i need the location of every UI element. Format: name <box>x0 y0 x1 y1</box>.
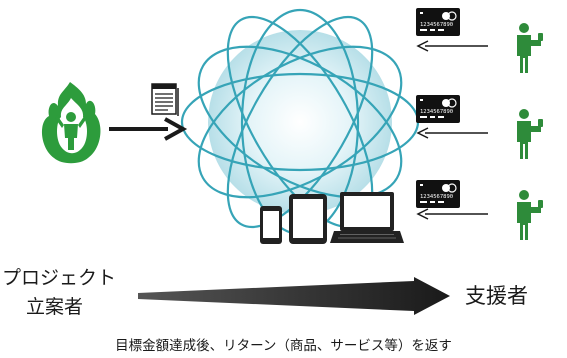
caption: 目標金額達成後、リターン（商品、サービス等）を返す <box>115 338 452 354</box>
arrow-owner-to-network <box>109 117 188 141</box>
card-number: 1234567890 <box>420 22 453 28</box>
arrow-supporter-to-network <box>416 40 488 52</box>
card-number: 1234567890 <box>420 109 453 115</box>
devices <box>260 192 404 244</box>
supporter-thumbs-up-icon <box>517 109 543 159</box>
project-owner-flame-icon <box>41 82 101 164</box>
return-arrow <box>138 277 450 315</box>
globe-sphere <box>208 30 392 214</box>
project-owner-label-line1: プロジェクト <box>2 267 117 289</box>
credit-card-icon: 1234567890 <box>416 8 460 36</box>
supporter-thumbs-up-icon <box>517 23 543 73</box>
supporter-label: 支援者 <box>465 284 528 308</box>
credit-card-icon: 1234567890 <box>416 180 460 208</box>
smartphone-icon <box>260 206 282 244</box>
tablet-icon <box>289 194 327 244</box>
support-row-2: 1234567890 <box>416 95 543 159</box>
project-owner-label-line2: 立案者 <box>26 296 84 318</box>
arrow-supporter-to-network <box>416 208 488 220</box>
laptop-icon <box>330 192 404 243</box>
arrow-supporter-to-network <box>416 127 488 139</box>
card-number: 1234567890 <box>420 194 453 200</box>
document-icon <box>151 83 179 116</box>
support-row-3: 1234567890 <box>416 180 543 240</box>
credit-card-icon: 1234567890 <box>416 95 460 123</box>
support-row-1: 1234567890 <box>416 8 543 73</box>
supporter-thumbs-up-icon <box>517 190 543 240</box>
